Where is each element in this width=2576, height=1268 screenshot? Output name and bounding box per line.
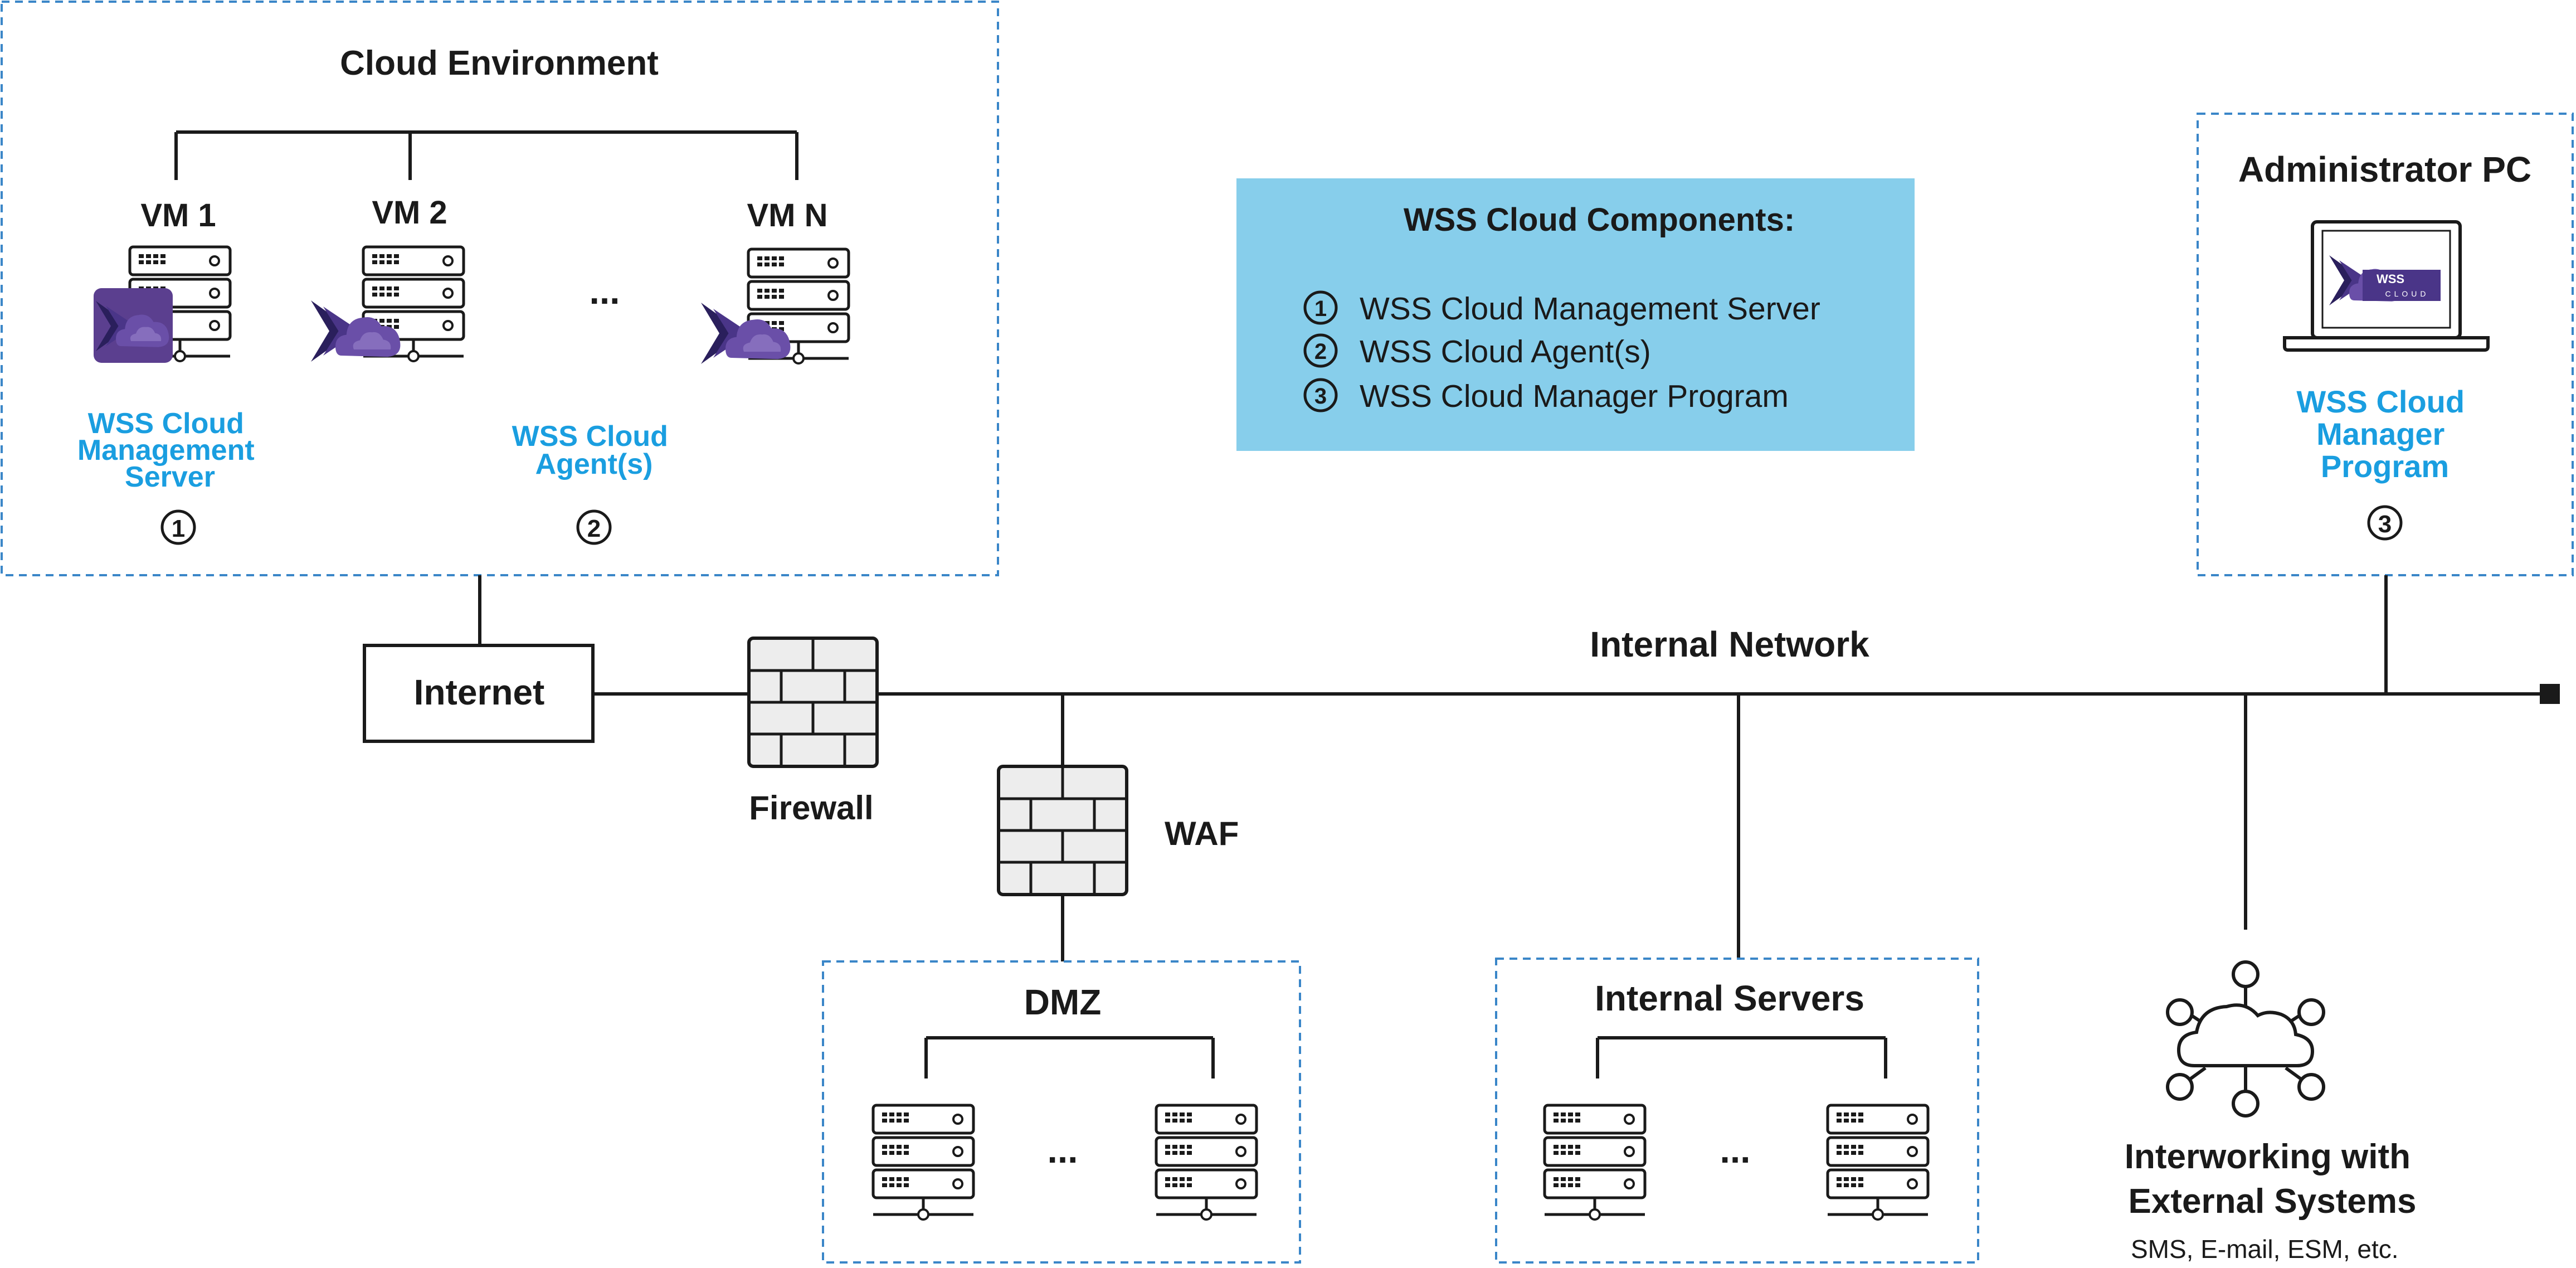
internal-network-label: Internal Network [1590, 624, 1869, 664]
waf-label: WAF [1165, 815, 1239, 852]
dmz-server-2-icon [1156, 1105, 1257, 1220]
svg-text:1: 1 [1314, 297, 1327, 321]
cloud-environment-box [1, 1, 999, 576]
svg-text:2: 2 [587, 515, 601, 542]
manager-program-number-badge: 3 [2367, 505, 2403, 541]
vm1-label: VM 1 [140, 197, 216, 234]
internal-servers-ellipsis: ... [1720, 1129, 1750, 1170]
external-systems-subtitle: SMS, E-mail, ESM, etc. [2131, 1235, 2399, 1264]
internal-servers-bracket [1596, 1036, 1887, 1078]
dmz-server-1-icon [873, 1105, 973, 1220]
management-server-label: WSS Cloud Management Server [77, 407, 262, 493]
internal-servers-title: Internal Servers [1595, 978, 1864, 1018]
cloud-network-icon [2166, 960, 2325, 1118]
component-item-1: WSS Cloud Management Server [1360, 291, 1820, 327]
vm2-label: VM 2 [372, 195, 447, 231]
vmn-label: VM N [747, 197, 828, 234]
svg-text:1: 1 [172, 515, 185, 542]
management-server-number-badge: 1 [160, 509, 196, 545]
vm-bracket [174, 130, 798, 180]
laptop-screen-logo: WSS [2377, 272, 2404, 286]
network-end-terminal [2540, 684, 2560, 704]
component-item-3: WSS Cloud Manager Program [1360, 378, 1789, 414]
dmz-ellipsis: ... [1047, 1129, 1078, 1170]
agent-n-logo-icon [701, 303, 791, 364]
agent-number-badge: 2 [576, 509, 612, 545]
internet-label: Internet [414, 672, 545, 712]
agent-label: WSS Cloud Agent(s) [512, 420, 676, 480]
components-list: 1 WSS Cloud Management Server 2 WSS Clou… [1303, 290, 1820, 414]
svg-text:3: 3 [1314, 384, 1327, 409]
component-item-2: WSS Cloud Agent(s) [1360, 334, 1651, 370]
firewall-label: Firewall [749, 789, 873, 827]
laptop-screen-logo-sub: CLOUD [2385, 289, 2429, 298]
dmz-box [822, 960, 1301, 1264]
management-server-logo-icon [94, 288, 173, 363]
dmz-bracket [924, 1036, 1215, 1078]
svg-text:2: 2 [1314, 339, 1327, 364]
dmz-title: DMZ [1024, 982, 1102, 1022]
laptop-icon: WSS CLOUD [2283, 220, 2490, 352]
waf-icon [999, 766, 1127, 895]
components-title: WSS Cloud Components: [1404, 202, 1795, 238]
firewall-icon [749, 638, 877, 766]
administrator-pc-title: Administrator PC [2238, 149, 2531, 190]
network-lines [478, 575, 2549, 961]
svg-text:3: 3 [2378, 511, 2392, 538]
internal-server-1-icon [1545, 1105, 1645, 1220]
internet-box [363, 644, 595, 743]
internal-server-2-icon [1828, 1105, 1928, 1220]
vm-ellipsis: ... [589, 270, 620, 312]
components-box [1236, 178, 1915, 451]
external-systems-title: Interworking with External Systems [2125, 1138, 2420, 1221]
agent-logo-icon [311, 300, 401, 362]
internal-servers-box [1495, 958, 1979, 1264]
manager-program-label: WSS Cloud Manager Program [2296, 384, 2473, 484]
cloud-environment-title: Cloud Environment [340, 44, 659, 82]
